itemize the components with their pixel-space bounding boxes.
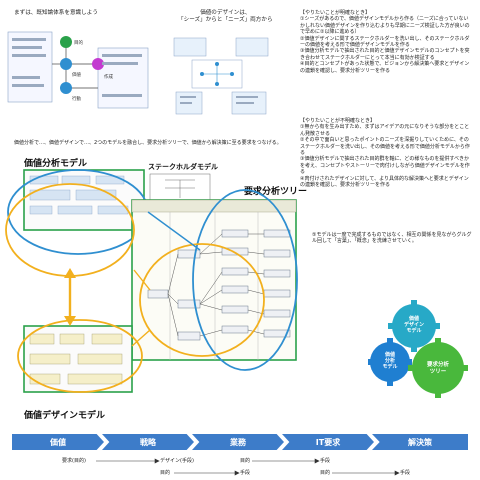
chain-r1-means: 手段 <box>320 458 331 464</box>
block1-heading: 【やりたいことが明確なとき】 <box>300 10 371 16</box>
stakeholder-content <box>149 173 211 205</box>
chain-arrows <box>96 458 400 476</box>
theory-panel-lines <box>12 38 142 97</box>
gear-design-label: 価値デザインモデル <box>404 315 424 334</box>
seeds-needs-diagram <box>173 37 269 115</box>
block1-line: ①シーズがあるので、価値デザインモデルから作る（ニーズに合っていないかしれない価… <box>300 16 470 36</box>
top-center-title: 価値のデザインは、 「シーズ」からと「ニーズ」両方から <box>178 10 273 23</box>
theory-node-d <box>92 58 104 70</box>
theory-node-label-c: 行動 <box>72 95 81 102</box>
block2-line: ③価値分析モデルで抽出された目的群を軸に、どの様なものを提供すべきかを考え、コン… <box>300 156 470 176</box>
chain-r1-purpose: 目的 <box>240 458 251 464</box>
label-value-analysis: 価値分析モデル <box>24 159 88 169</box>
value-design-content <box>29 333 123 385</box>
gear-cycle-diagram: 価値デザインモデル 価値分析モデル 要求分析ツリー <box>368 300 468 398</box>
right-block-3: ⑤モデルは一度で完成するものではなく、相互の関係を見ながらグルグル回して「言葉」… <box>312 232 472 245</box>
label-value-design: 価値デザインモデル <box>24 411 106 421</box>
right-block-1: 【やりたいことが明確なとき】 ①シーズがあるので、価値デザインモデルから作る（ニ… <box>300 10 472 74</box>
block1-line: ②価値デザインに関するステークホルダーを洗い出し、そのステークホルダーの価値を考… <box>300 35 470 49</box>
diagram-right-panel <box>97 47 149 109</box>
chain-r2-means-b: 手段 <box>400 470 411 476</box>
chain-design-means: デザイン(手段) <box>160 458 194 464</box>
chevron-strategy: 戦略 <box>102 434 194 450</box>
chevron-business: 業務 <box>192 434 284 450</box>
chain-r2-purpose-a: 目的 <box>160 470 171 476</box>
theory-node-a <box>60 36 72 48</box>
block1-line: ③価値分析モデルで抽出された目的と価値デザインモデルのコンセプトを突き合わせてス… <box>300 48 470 61</box>
block2-heading: 【やりたいことが不明確なとき】 <box>300 118 376 124</box>
top-left-title: まずは、既知論体系を意識しよう <box>14 10 98 16</box>
gear-design-shape <box>388 300 440 352</box>
theory-node-b <box>60 58 72 70</box>
block1-line: ④目的とコンセプトがあった状態で、ビジョンから解決策へ要求とデザインの連鎖を確認… <box>300 61 470 74</box>
value-design-ellipse <box>17 319 143 393</box>
chain-r2-purpose-b: 目的 <box>320 470 331 476</box>
diagram-left-panel <box>7 31 53 103</box>
model-composite-diagram <box>5 169 298 393</box>
gear-tree-label: 要求分析ツリー <box>427 360 450 375</box>
chevron-value: 価値 <box>12 434 104 450</box>
gear-analysis-shape <box>368 338 412 386</box>
theory-node-c <box>60 82 72 94</box>
chain-r2-means-a: 手段 <box>240 470 251 476</box>
block2-line: ②その中で面白いと思ったポイントのニーズを深掘りしていくために、そのステークホル… <box>300 137 470 157</box>
block2-line: ④肉付けされたデザインに対して、より具体的な解決策へと要求とデザインの連鎖を確認… <box>300 175 469 189</box>
value-analysis-content <box>29 175 129 215</box>
gear-tree-shape <box>408 338 468 398</box>
req-tree-ellipse <box>192 189 298 371</box>
mid-caption: 価値分析で…、価値デザインで…、2つのモデルを融合し、要求分析ツリーで、価値から… <box>14 140 282 146</box>
chevron-solution: 解決策 <box>372 434 468 450</box>
label-stakeholder: ステークホルダモデル <box>148 163 218 171</box>
yellow-ellipse-tree <box>139 243 265 357</box>
label-req-tree: 要求分析ツリー <box>244 187 308 197</box>
chevron-it-requirements: IT要求 <box>282 434 374 450</box>
block2-line: ①無から有を生み出すため、まずはアイデアの元になりそうな部分をとことん発散させる <box>300 124 470 137</box>
theory-node-label-b: 価値 <box>72 71 81 78</box>
theory-node-label-a: 目的 <box>74 39 83 46</box>
known-theory-diagram: 目的 価値 行動 作成 <box>7 31 149 109</box>
right-block-2: 【やりたいことが不明確なとき】 ①無から有を生み出すため、まずはアイデアの元にな… <box>300 118 472 188</box>
chain-req-purpose: 要求(目的) <box>62 458 86 464</box>
theory-node-label-d: 作成 <box>104 73 113 80</box>
gear-analysis-label: 価値分析モデル <box>382 351 397 370</box>
